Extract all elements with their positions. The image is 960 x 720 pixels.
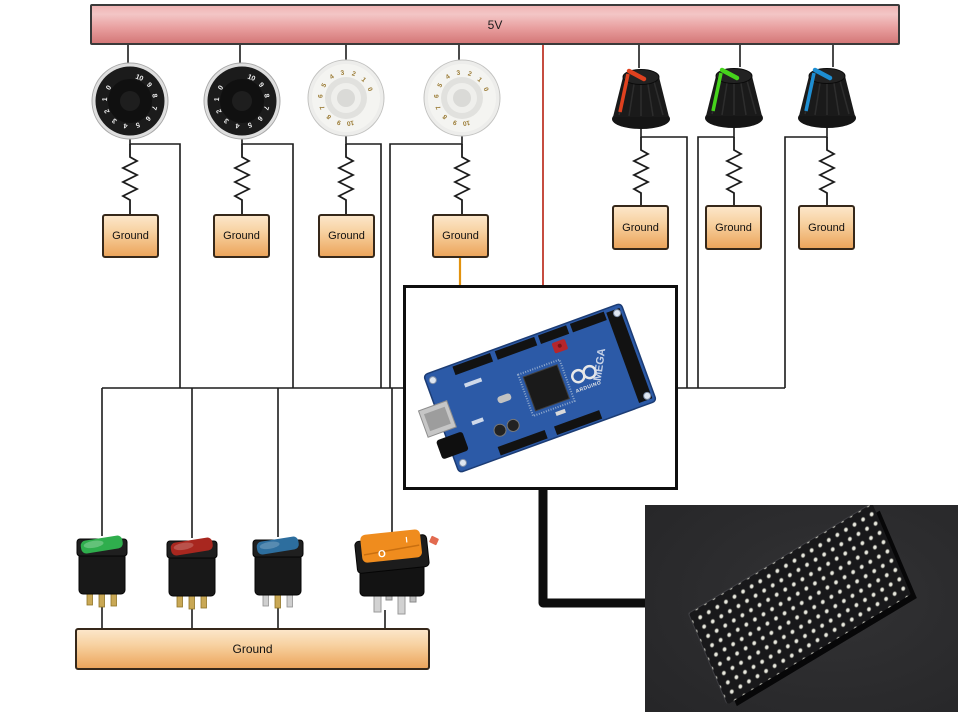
ground-bus-label: Ground <box>232 642 273 656</box>
svg-text:10: 10 <box>462 119 471 127</box>
rocker-cap <box>170 537 213 556</box>
svg-text:8: 8 <box>325 113 333 121</box>
ground-box-7: Ground <box>798 205 855 250</box>
svg-text:2: 2 <box>216 108 224 115</box>
led-matrix-photo <box>645 505 958 712</box>
svg-text:9: 9 <box>336 118 342 126</box>
svg-text:5: 5 <box>135 120 141 128</box>
svg-text:3: 3 <box>111 116 118 124</box>
rocker-off-mark: O <box>378 549 387 561</box>
svg-text:0: 0 <box>105 84 113 91</box>
svg-text:4: 4 <box>445 73 452 81</box>
rocker-switch-blue <box>252 536 304 609</box>
svg-text:9: 9 <box>452 118 458 126</box>
ground-label: Ground <box>442 230 479 242</box>
svg-text:0: 0 <box>217 84 225 91</box>
ground-box-1: Ground <box>102 214 159 258</box>
rocker-cap <box>360 529 422 563</box>
rocker-switch-red <box>166 537 218 610</box>
ground-label: Ground <box>112 230 149 242</box>
svg-text:9: 9 <box>257 82 265 90</box>
svg-text:3: 3 <box>456 69 461 76</box>
rocker-on-mark: I <box>405 535 408 544</box>
ground-box-4: Ground <box>432 214 489 258</box>
rocker-cap <box>256 536 299 555</box>
power-rail-label: 5V <box>487 17 503 32</box>
power-jack <box>436 432 469 459</box>
ground-box-6: Ground <box>705 205 762 250</box>
svg-text:1: 1 <box>360 76 368 84</box>
svg-text:8: 8 <box>150 93 158 98</box>
arduino-mega-board: ARDUINO MEGA <box>417 303 657 473</box>
svg-text:8: 8 <box>262 93 270 98</box>
knob-side-stripe <box>711 72 723 112</box>
knob-pointer-stripe <box>812 67 833 81</box>
svg-text:0: 0 <box>366 87 374 93</box>
knob-side-stripe <box>804 72 816 112</box>
svg-text:6: 6 <box>144 114 152 122</box>
ground-box-2: Ground <box>213 214 270 258</box>
knob-pointer-stripe <box>719 67 740 81</box>
svg-text:5: 5 <box>320 82 328 89</box>
svg-text:3: 3 <box>340 69 345 76</box>
power-rail-5v: 5V <box>90 4 900 45</box>
ground-label: Ground <box>622 221 659 234</box>
rocker-switch-orange: I O <box>354 529 430 615</box>
arduino-mega-text: MEGA <box>592 347 608 381</box>
svg-text:7: 7 <box>150 105 158 111</box>
svg-text:7: 7 <box>319 104 327 110</box>
rocker-switch-green <box>76 535 128 608</box>
thick-data-cable <box>538 490 647 608</box>
arduino-mega-frame: ARDUINO MEGA <box>403 285 678 490</box>
ground-label: Ground <box>223 230 260 242</box>
pointer-knob-blue <box>798 67 856 128</box>
svg-text:4: 4 <box>123 121 128 129</box>
resistor-symbols <box>120 137 837 217</box>
svg-text:7: 7 <box>435 104 443 110</box>
rocker-cap <box>80 535 123 554</box>
svg-text:0: 0 <box>482 87 490 93</box>
svg-text:1: 1 <box>214 97 221 101</box>
ground-box-5: Ground <box>612 205 669 250</box>
pointer-knob-red <box>612 68 670 129</box>
svg-text:10: 10 <box>246 74 256 83</box>
svg-text:10: 10 <box>134 74 144 83</box>
svg-text:6: 6 <box>256 114 264 122</box>
svg-text:1: 1 <box>476 76 484 84</box>
svg-text:6: 6 <box>317 94 324 98</box>
svg-text:2: 2 <box>467 70 473 78</box>
knob-pointer-stripe <box>626 68 647 82</box>
knob-side-stripe <box>618 73 630 113</box>
svg-text:6: 6 <box>433 94 440 98</box>
svg-text:1: 1 <box>102 97 109 101</box>
svg-text:3: 3 <box>223 116 230 124</box>
pointer-knob-green <box>705 67 763 128</box>
led-matrix-panel <box>688 505 912 705</box>
ground-label: Ground <box>715 221 752 234</box>
svg-text:5: 5 <box>247 120 253 128</box>
svg-text:10: 10 <box>346 119 355 127</box>
svg-text:9: 9 <box>145 82 153 90</box>
ground-label: Ground <box>328 230 365 242</box>
svg-text:4: 4 <box>235 121 240 129</box>
svg-text:2: 2 <box>351 70 357 78</box>
ground-label: Ground <box>808 221 845 234</box>
svg-text:2: 2 <box>104 108 112 115</box>
svg-text:5: 5 <box>436 82 444 89</box>
mcu-chip <box>522 364 571 412</box>
svg-text:7: 7 <box>262 105 270 111</box>
ground-bus-bar: Ground <box>75 628 430 670</box>
svg-text:8: 8 <box>441 113 449 121</box>
svg-text:4: 4 <box>329 73 336 81</box>
ground-box-3: Ground <box>318 214 375 258</box>
